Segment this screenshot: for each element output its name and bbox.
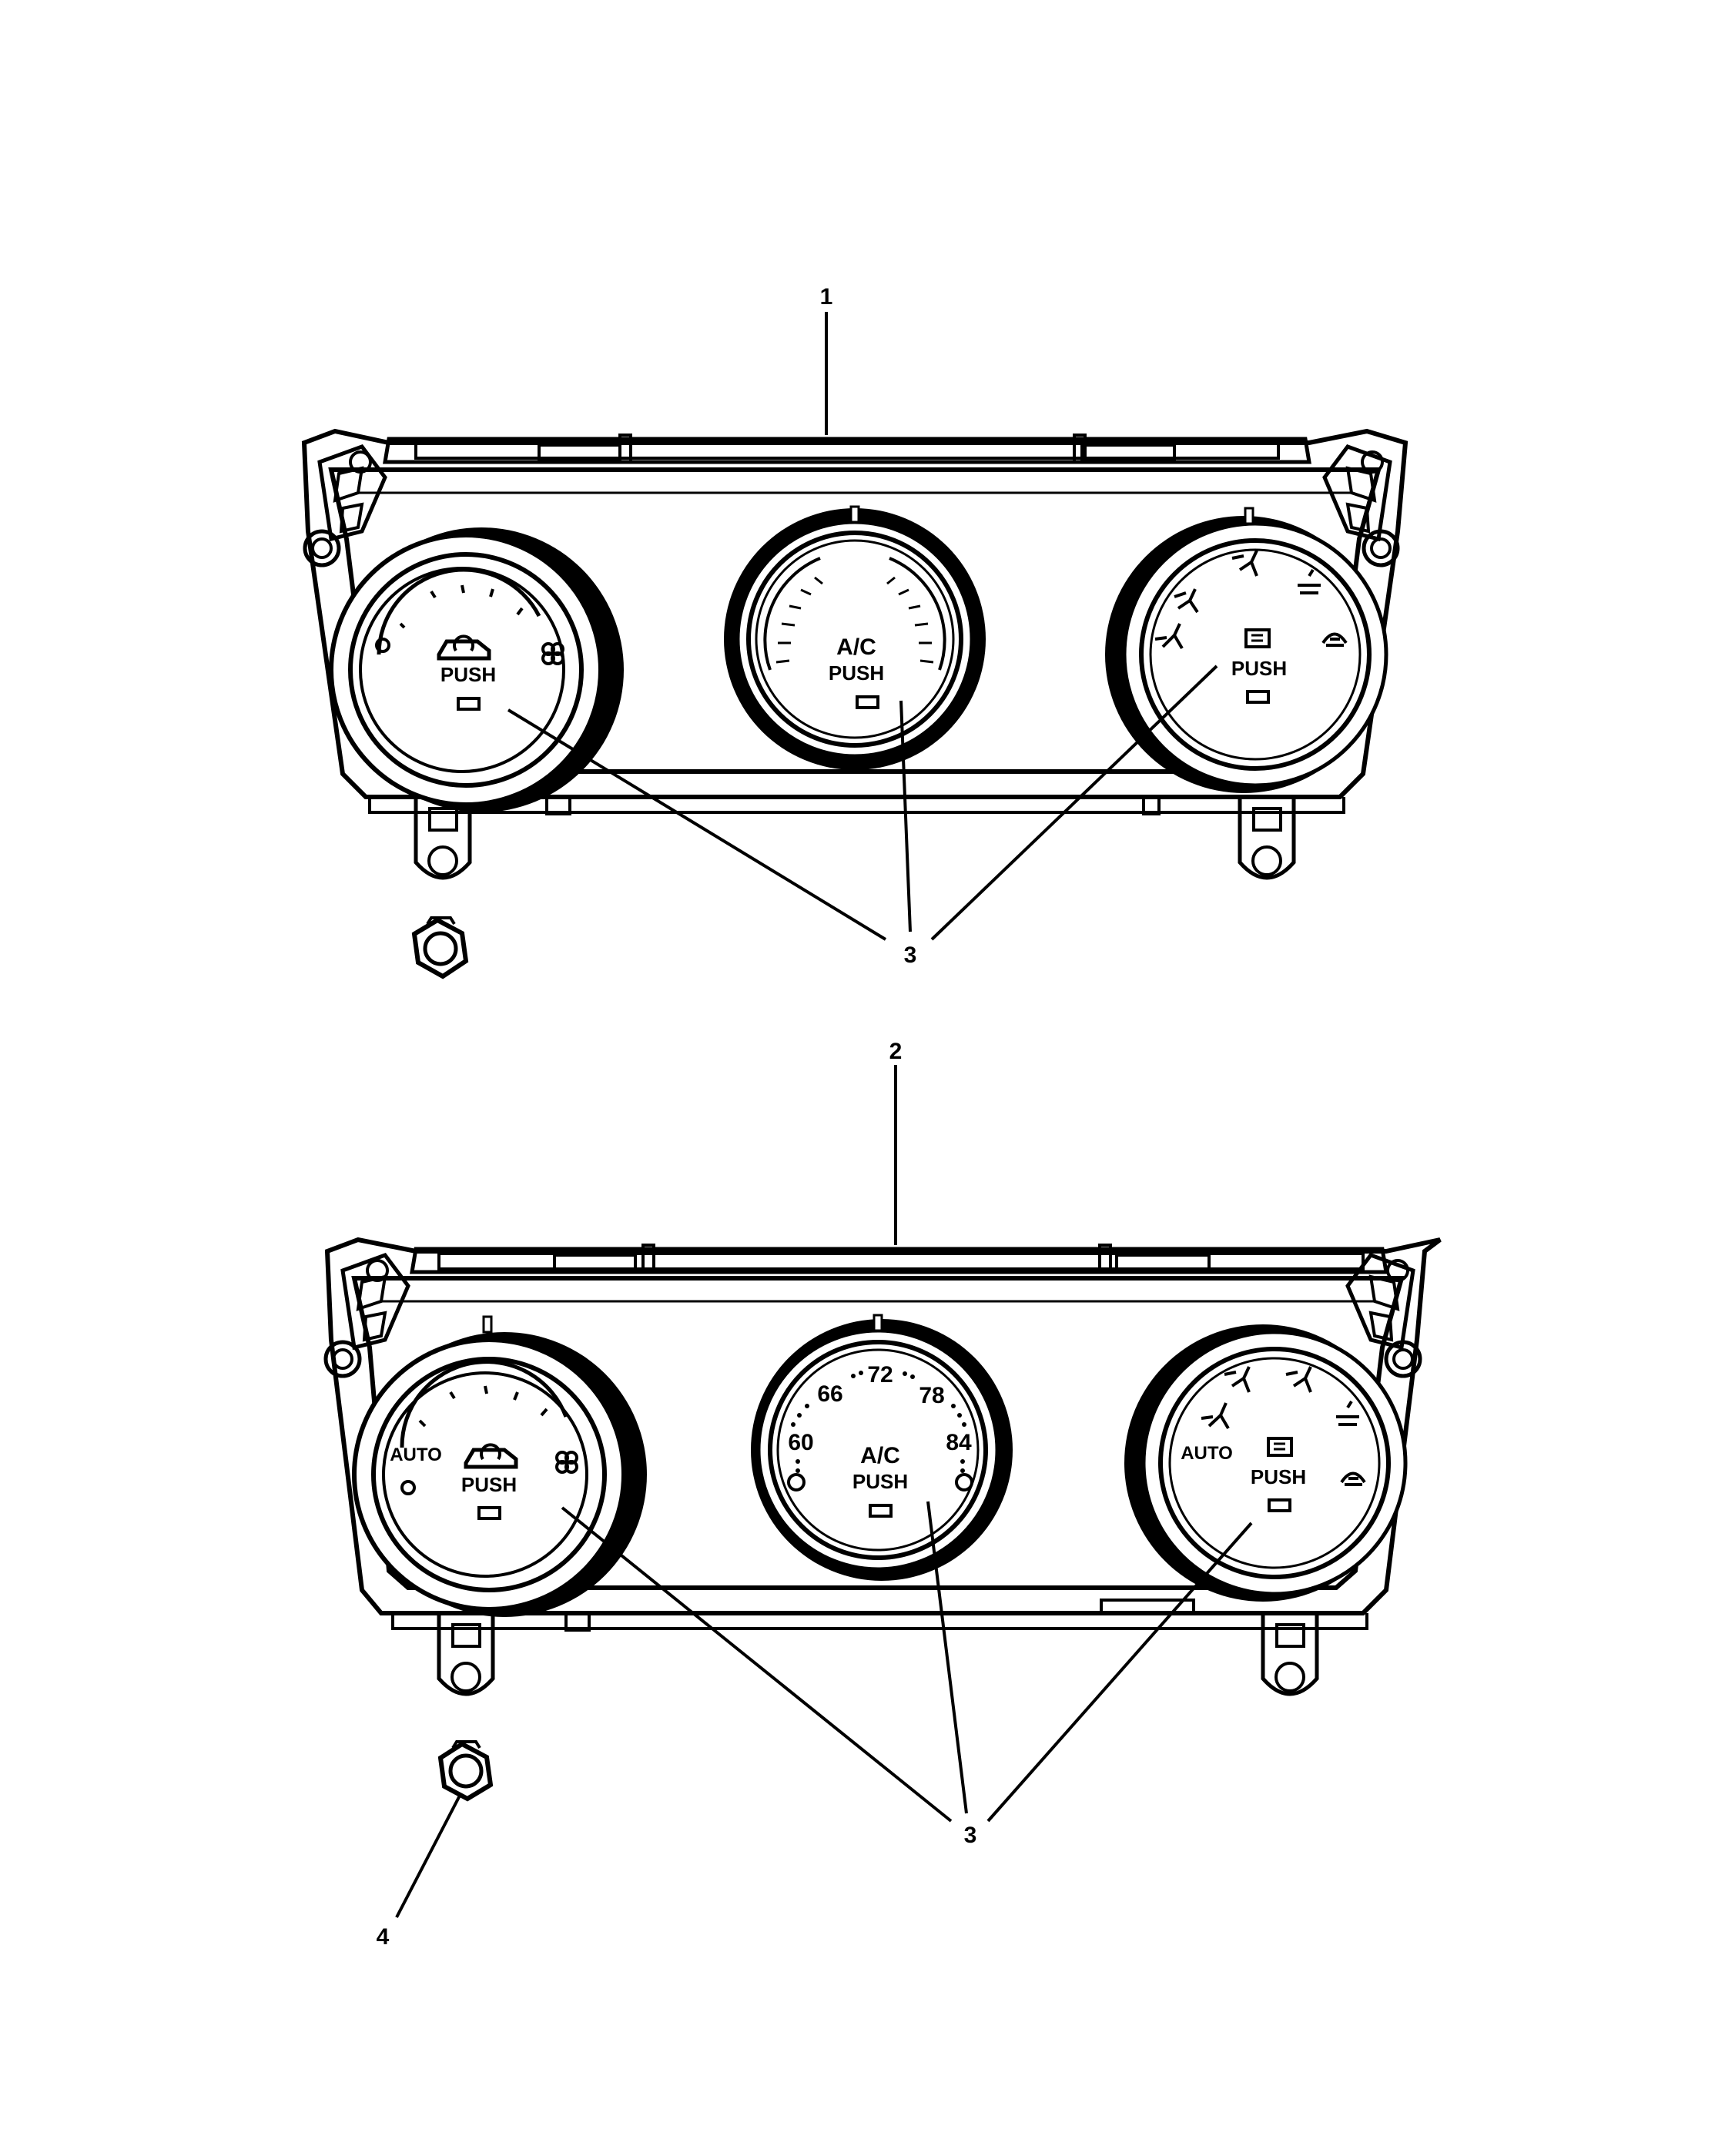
- callout-2: 2: [889, 1039, 903, 1064]
- fan-icon: [541, 642, 564, 665]
- auto-label: AUTO: [1181, 1443, 1233, 1464]
- indicator-led: [869, 1504, 893, 1518]
- auto-label: AUTO: [390, 1445, 442, 1465]
- off-indicator-icon: [375, 638, 390, 653]
- vent-bilevel-icon: [1224, 1366, 1251, 1393]
- defrost-rear-icon: [1267, 1437, 1293, 1457]
- indicator-led: [457, 697, 481, 711]
- windshield-defrost-icon: [1336, 1400, 1359, 1426]
- temp-scale-78: 78: [919, 1383, 944, 1408]
- temp-scale-72: 72: [867, 1362, 893, 1388]
- vent-floor-icon: [1154, 623, 1184, 650]
- callout-3-lower: 3: [964, 1823, 977, 1848]
- indicator-led: [1268, 1498, 1291, 1512]
- push-label: PUSH: [1251, 1465, 1306, 1488]
- callout-1: 1: [820, 284, 833, 310]
- vent-mix-icon: [1340, 1471, 1366, 1486]
- temperature-ac-knob[interactable]: A/C PUSH: [724, 505, 986, 770]
- indicator-led: [856, 695, 879, 709]
- fan-speed-knob-auto[interactable]: AUTO PUSH: [352, 1315, 647, 1617]
- recirculation-icon: [437, 634, 491, 661]
- temp-scale-84: 84: [946, 1430, 972, 1455]
- mode-knob[interactable]: PUSH: [1105, 507, 1388, 793]
- temp-scale-66: 66: [817, 1381, 842, 1407]
- vent-face-icon: [1285, 1366, 1312, 1393]
- vent-mix-icon: [1321, 632, 1348, 647]
- push-label: PUSH: [852, 1470, 908, 1493]
- windshield-defrost-icon: [1298, 568, 1321, 594]
- fan-speed-knob[interactable]: PUSH: [329, 527, 624, 812]
- hex-nut: [437, 1740, 494, 1802]
- vent-floor-icon: [1201, 1402, 1230, 1430]
- fan-icon: [555, 1451, 578, 1474]
- push-label: PUSH: [440, 663, 496, 686]
- temperature-ac-knob-auto[interactable]: 60 66 72 78 84 A/C PUSH: [751, 1314, 1013, 1581]
- mode-knob-auto[interactable]: AUTO PUSH: [1124, 1324, 1408, 1602]
- defrost-rear-icon: [1244, 628, 1271, 648]
- lower-leader-lines: [395, 1065, 1253, 1918]
- indicator-led: [1246, 690, 1270, 704]
- push-label: PUSH: [461, 1473, 517, 1496]
- off-indicator-icon: [400, 1480, 416, 1495]
- ac-label: A/C: [860, 1443, 900, 1468]
- temp-scale-60: 60: [788, 1430, 813, 1455]
- lower-control-panel: AUTO PUSH 60 66 72 78: [323, 1237, 1442, 1802]
- vent-bilevel-icon: [1231, 550, 1258, 577]
- push-label: PUSH: [1231, 657, 1287, 680]
- temp-scale-dots: [791, 1371, 966, 1473]
- upper-leader-lines: [507, 312, 1218, 941]
- vent-face-icon: [1174, 588, 1199, 614]
- upper-control-panel: PUSH A/C PUSH: [301, 428, 1408, 979]
- recirculation-icon: [464, 1443, 518, 1469]
- callout-4: 4: [377, 1924, 390, 1950]
- callout-3-upper: 3: [904, 942, 917, 968]
- push-label: PUSH: [829, 661, 884, 685]
- ac-label: A/C: [836, 634, 876, 660]
- indicator-led: [477, 1506, 501, 1520]
- hex-nut: [411, 916, 469, 979]
